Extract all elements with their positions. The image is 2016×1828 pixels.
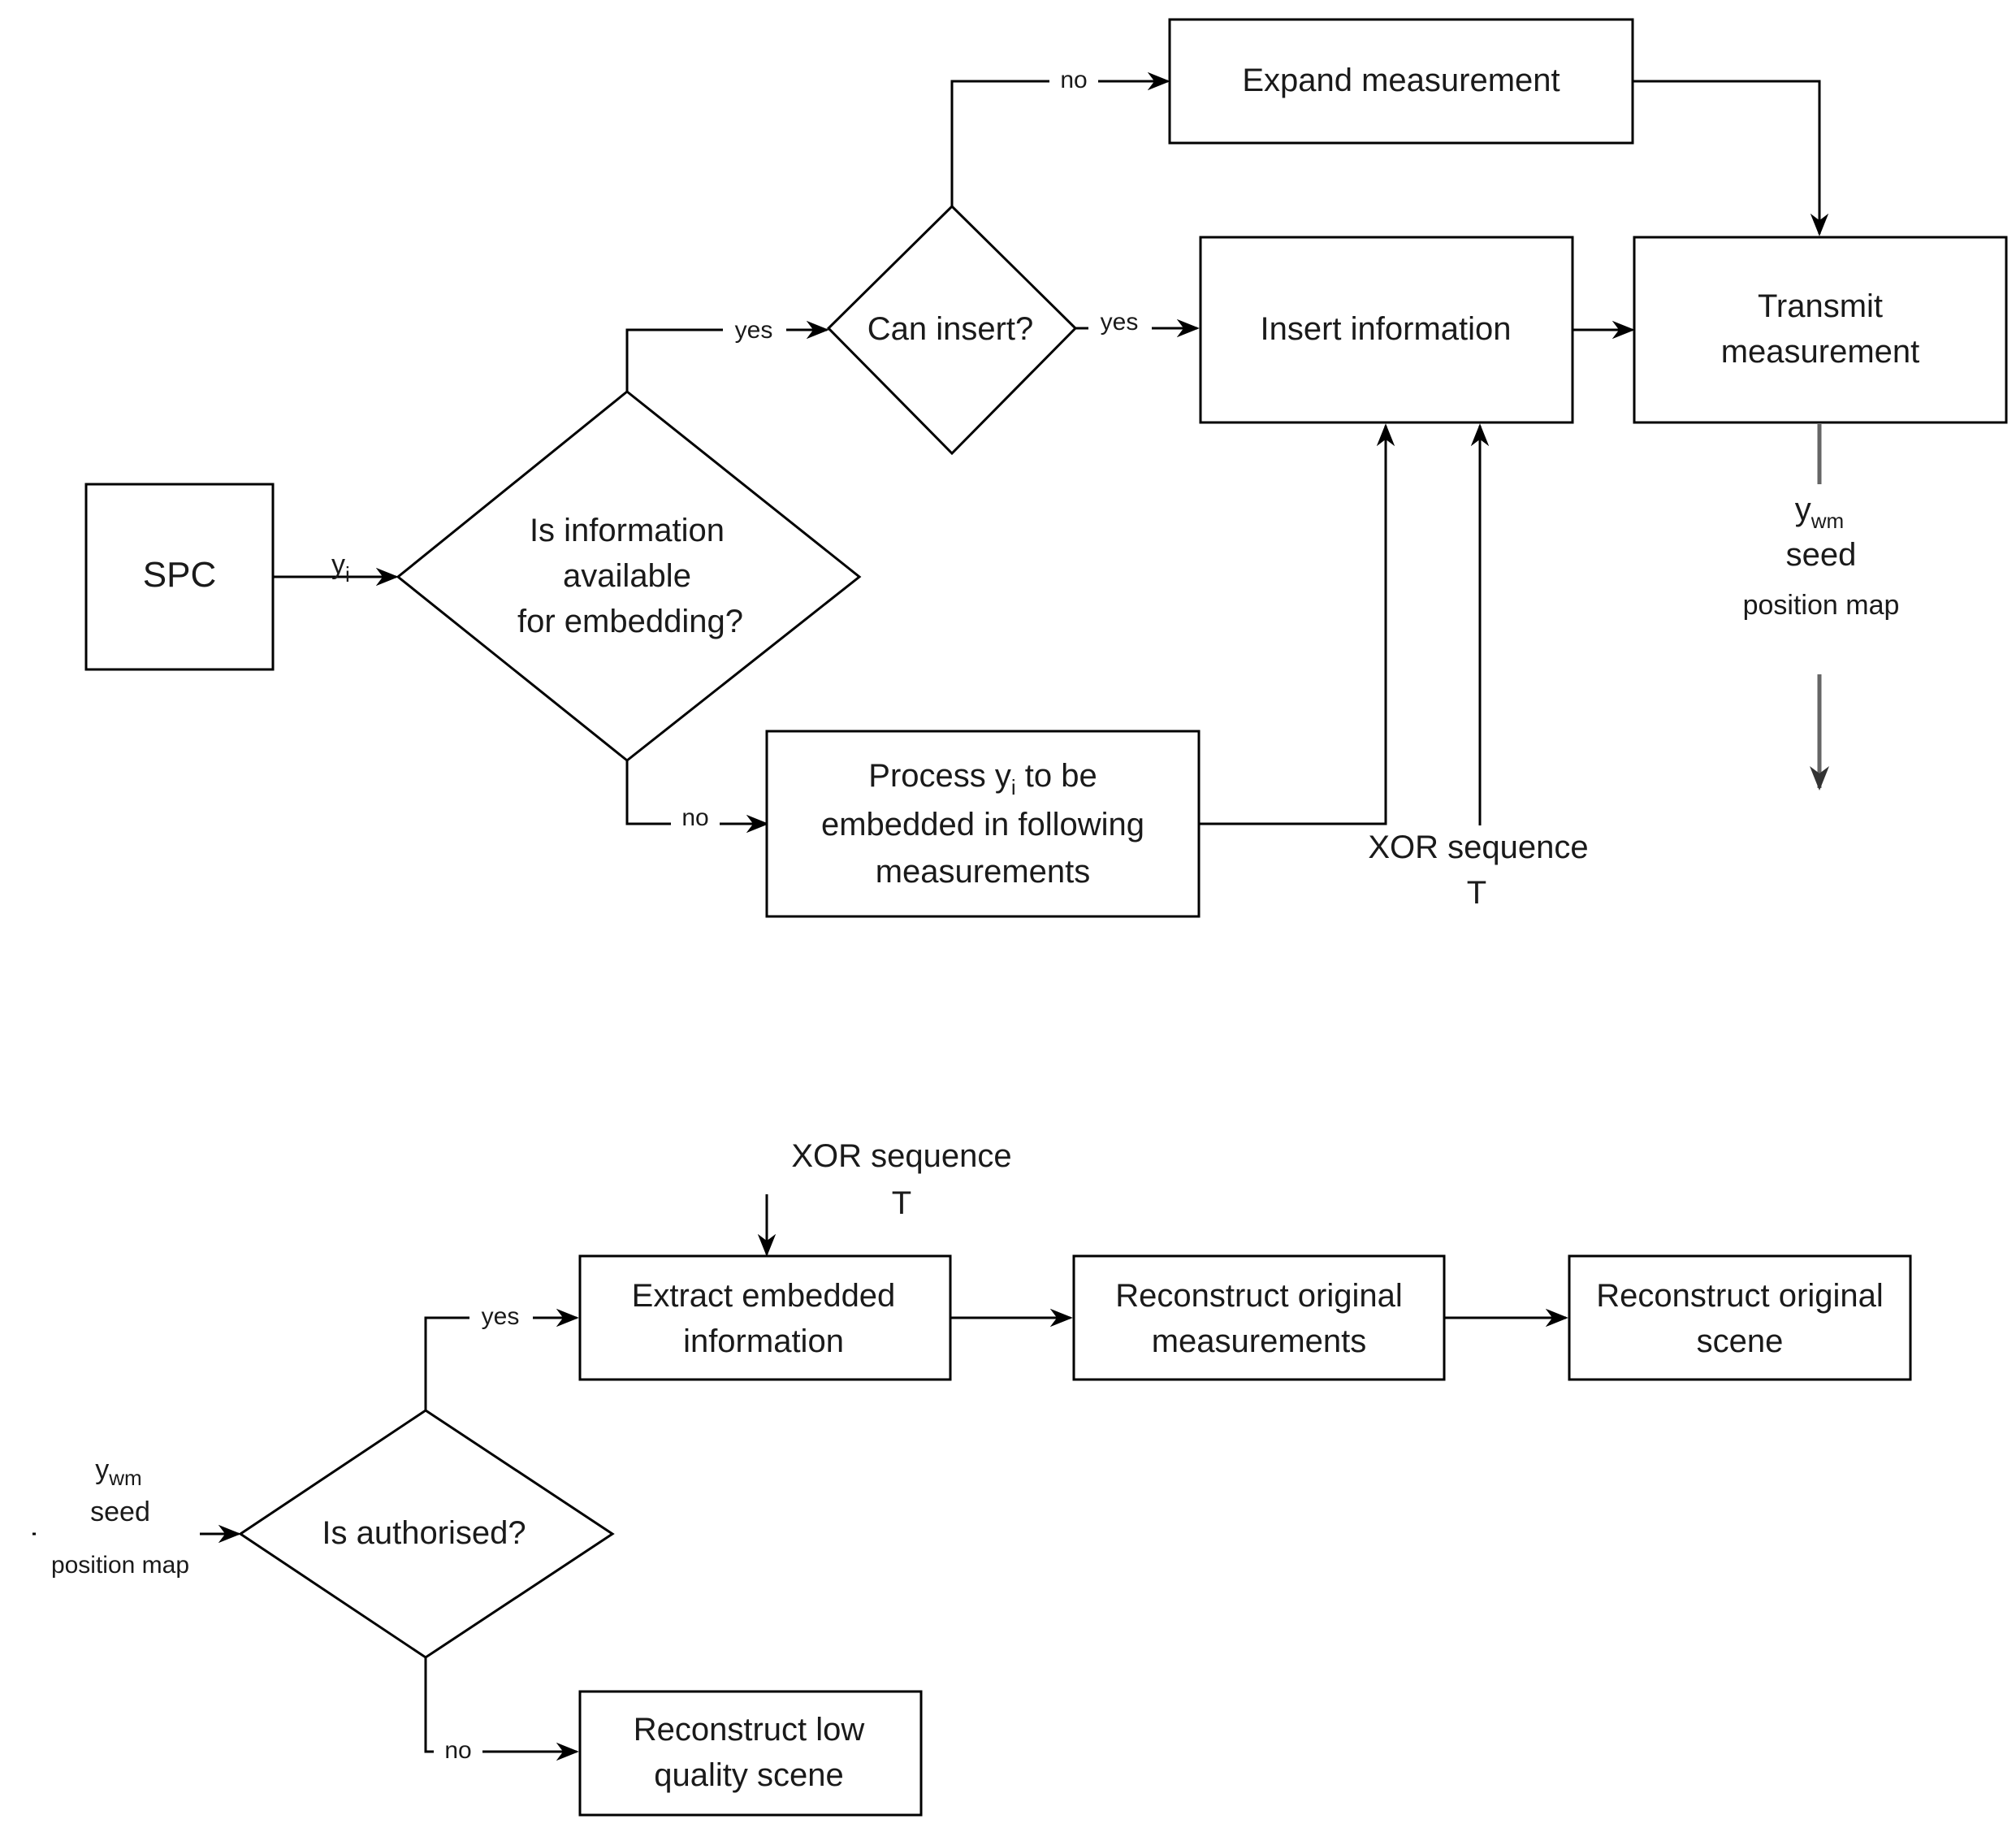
expand-measurement-label: Expand measurement bbox=[1242, 63, 1560, 98]
decision-can-insert-label: Can insert? bbox=[867, 311, 1034, 347]
spc-label: SPC bbox=[143, 555, 216, 595]
edge-can-insert-to-expand: no bbox=[950, 62, 1170, 206]
encoder-output-position-map: position map bbox=[1743, 590, 1900, 621]
transmit-line2: measurement bbox=[1721, 334, 1920, 370]
decoder-xor-line2: T bbox=[892, 1185, 911, 1221]
edge-process-to-insert bbox=[1199, 423, 1395, 825]
decoder-input-ywm: ywm bbox=[95, 1454, 141, 1490]
extract-information-node: Extract embedded information bbox=[578, 1254, 952, 1381]
reconstruct-scene-line1: Reconstruct original bbox=[1596, 1278, 1884, 1314]
spc-node: SPC bbox=[84, 483, 275, 671]
edge-authorised-to-extract: yes bbox=[424, 1298, 579, 1410]
edge-available-to-can-insert: yes bbox=[625, 309, 829, 392]
edge-label-yes-3: yes bbox=[482, 1303, 520, 1330]
edge-label-yi: yi bbox=[331, 549, 350, 587]
reconstruct-measurements-line2: measurements bbox=[1152, 1323, 1367, 1359]
decoder-input-seed: seed bbox=[90, 1497, 150, 1527]
reconstruct-low-quality-node: Reconstruct low quality scene bbox=[578, 1690, 923, 1817]
reconstruct-scene-line2: scene bbox=[1697, 1323, 1784, 1359]
decision-available-line1: Is information bbox=[530, 513, 725, 548]
encoder-output-seed: seed bbox=[1786, 537, 1857, 573]
edge-label-yes-1: yes bbox=[735, 317, 773, 344]
insert-information-label: Insert information bbox=[1260, 311, 1511, 347]
decision-available-line3: for embedding? bbox=[517, 604, 743, 639]
edge-available-to-process: no bbox=[625, 760, 769, 834]
edge-label-no-2: no bbox=[1060, 67, 1087, 93]
decoder-xor: XOR sequence T bbox=[757, 1138, 1012, 1257]
decision-available-line2: available bbox=[563, 558, 691, 594]
edge-xor-to-insert: XOR sequence T bbox=[1368, 423, 1589, 911]
encoder-xor-line2: T bbox=[1467, 875, 1486, 911]
edge-expand-to-transmit bbox=[1633, 80, 1829, 236]
process-node: Process yi to be embedded in following m… bbox=[765, 730, 1201, 918]
expand-measurement-node: Expand measurement bbox=[1168, 18, 1634, 145]
edge-spc-to-available: yi bbox=[273, 549, 399, 587]
edge-can-insert-to-insert: yes bbox=[1075, 304, 1200, 338]
decision-can-insert: Can insert? bbox=[826, 204, 1078, 456]
reconstruct-scene-node: Reconstruct original scene bbox=[1568, 1254, 1912, 1381]
process-line1: Process yi to be bbox=[868, 758, 1097, 799]
edge-label-no-1: no bbox=[681, 804, 708, 831]
decoder-input-position-map: position map bbox=[51, 1552, 189, 1579]
reconstruct-measurements-node: Reconstruct original measurements bbox=[1072, 1254, 1446, 1381]
decoder-xor-line1: XOR sequence bbox=[791, 1138, 1011, 1174]
insert-information-node: Insert information bbox=[1199, 236, 1574, 424]
decoder-input: ywm seed position map bbox=[32, 1454, 241, 1579]
transmit-measurement-node: Transmit measurement bbox=[1633, 236, 2008, 424]
process-line2: embedded in following bbox=[821, 807, 1144, 843]
encoder-xor-line1: XOR sequence bbox=[1368, 830, 1588, 865]
encoder-output-ywm: ywm bbox=[1795, 492, 1844, 533]
extract-line1: Extract embedded bbox=[632, 1278, 896, 1314]
low-quality-line1: Reconstruct low bbox=[634, 1712, 865, 1748]
low-quality-line2: quality scene bbox=[654, 1757, 843, 1793]
decision-authorised: Is authorised? bbox=[238, 1409, 615, 1659]
reconstruct-measurements-line1: Reconstruct original bbox=[1115, 1278, 1403, 1314]
edge-label-yes-2: yes bbox=[1101, 309, 1139, 336]
decision-authorised-label: Is authorised? bbox=[322, 1515, 526, 1551]
extract-line2: information bbox=[683, 1323, 844, 1359]
edge-authorised-to-low-quality: no bbox=[424, 1657, 579, 1765]
decision-info-available: Is information available for embedding? bbox=[396, 390, 862, 762]
process-line3: measurements bbox=[876, 854, 1091, 890]
edge-transmit-output: ywm seed position map bbox=[1743, 424, 1900, 791]
transmit-line1: Transmit bbox=[1758, 288, 1883, 324]
edge-label-no-3: no bbox=[444, 1737, 471, 1764]
